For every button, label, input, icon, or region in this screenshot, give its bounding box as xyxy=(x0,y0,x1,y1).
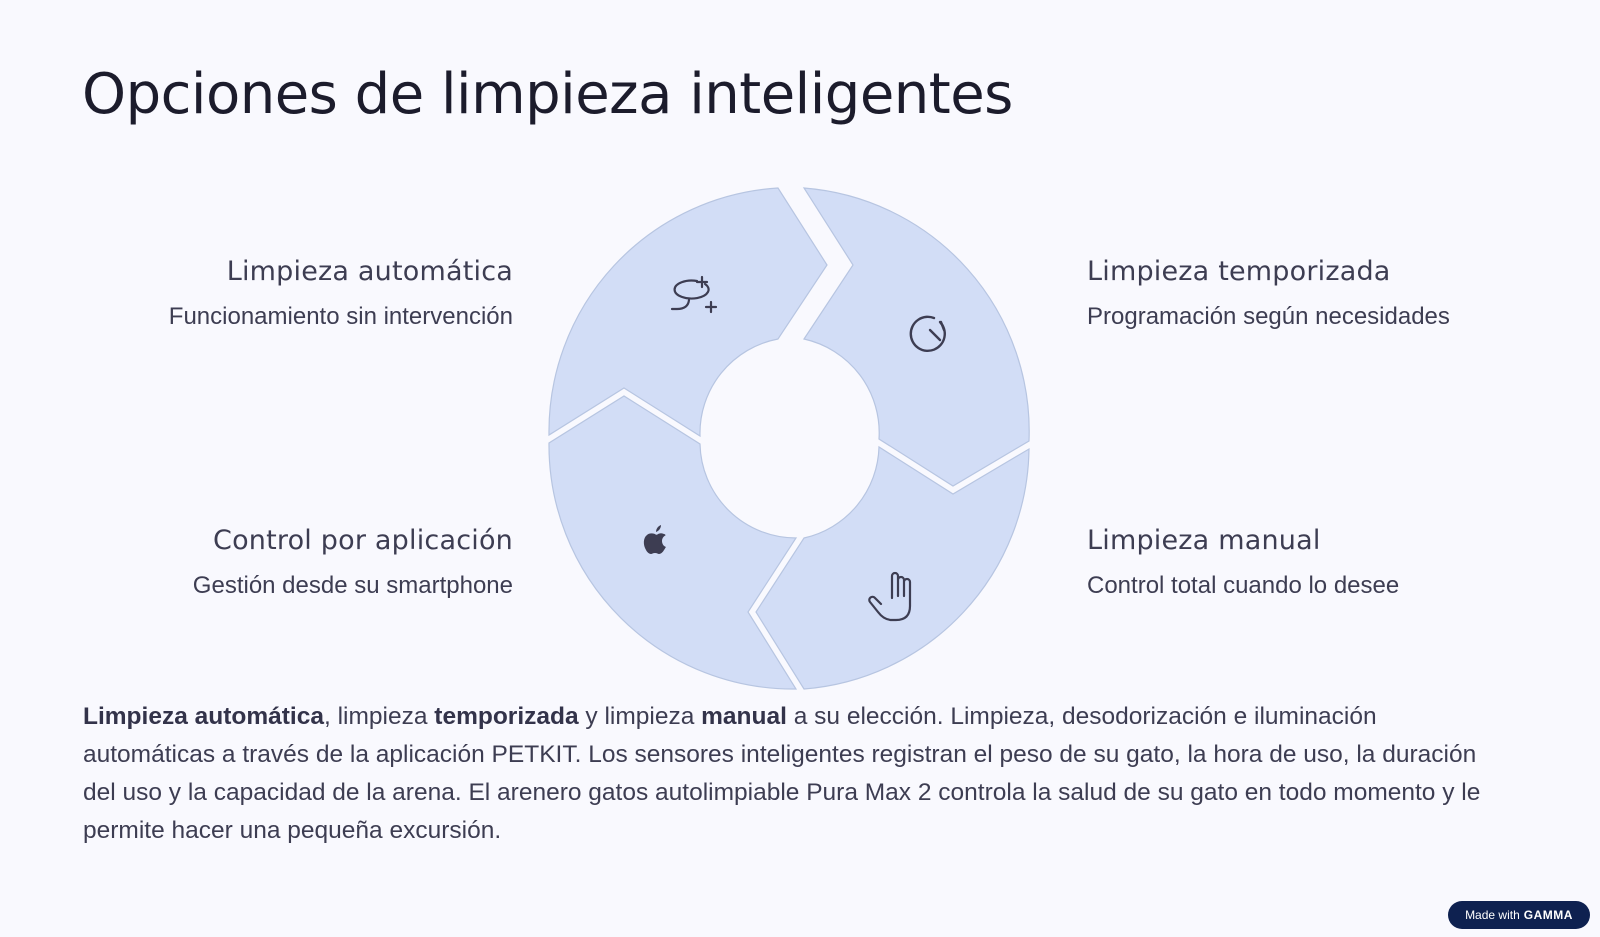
item-title: Limpieza manual xyxy=(1087,525,1321,556)
segment-bottom-left xyxy=(548,395,798,690)
paragraph-text: a su elección. Limpieza, desodorización … xyxy=(83,703,1481,844)
bold-text: temporizada xyxy=(434,703,579,730)
item-title: Limpieza temporizada xyxy=(1087,256,1391,287)
item-top-left: Limpieza automática Funcionamiento sin i… xyxy=(45,256,513,331)
item-top-right: Limpieza temporizada Programación según … xyxy=(1087,256,1547,331)
item-bottom-left: Control por aplicación Gestión desde su … xyxy=(45,525,513,600)
hand-icon xyxy=(868,571,912,622)
apple-icon xyxy=(643,525,666,554)
item-description: Programación según necesidades xyxy=(1087,303,1450,330)
item-description: Control total cuando lo desee xyxy=(1087,572,1400,599)
item-bottom-right: Limpieza manual Control total cuando lo … xyxy=(1087,525,1547,600)
paragraph-text: , limpieza xyxy=(323,703,435,730)
item-description: Funcionamiento sin intervención xyxy=(168,303,513,330)
item-description: Gestión desde su smartphone xyxy=(192,572,513,599)
page-title: Opciones de limpieza inteligentes xyxy=(82,62,1013,127)
made-with-gamma-badge[interactable]: Made with GAMMA xyxy=(1448,901,1590,929)
badge-prefix: Made with xyxy=(1465,908,1520,922)
segment-top-left xyxy=(548,187,828,438)
bold-text: manual xyxy=(701,703,787,730)
item-title: Limpieza automática xyxy=(226,256,513,287)
item-title: Control por aplicación xyxy=(213,525,513,556)
segment-top-right xyxy=(802,187,1030,487)
auto-clean-sparkle-icon xyxy=(670,275,718,314)
paragraph-text: y limpieza xyxy=(578,703,702,730)
bold-text: Limpieza automática xyxy=(83,703,324,730)
gamma-logo: GAMMA xyxy=(1523,908,1573,922)
description-paragraph: Limpieza automática, limpieza temporizad… xyxy=(83,698,1503,850)
timer-icon xyxy=(909,315,946,352)
segment-bottom-right xyxy=(755,445,1030,690)
